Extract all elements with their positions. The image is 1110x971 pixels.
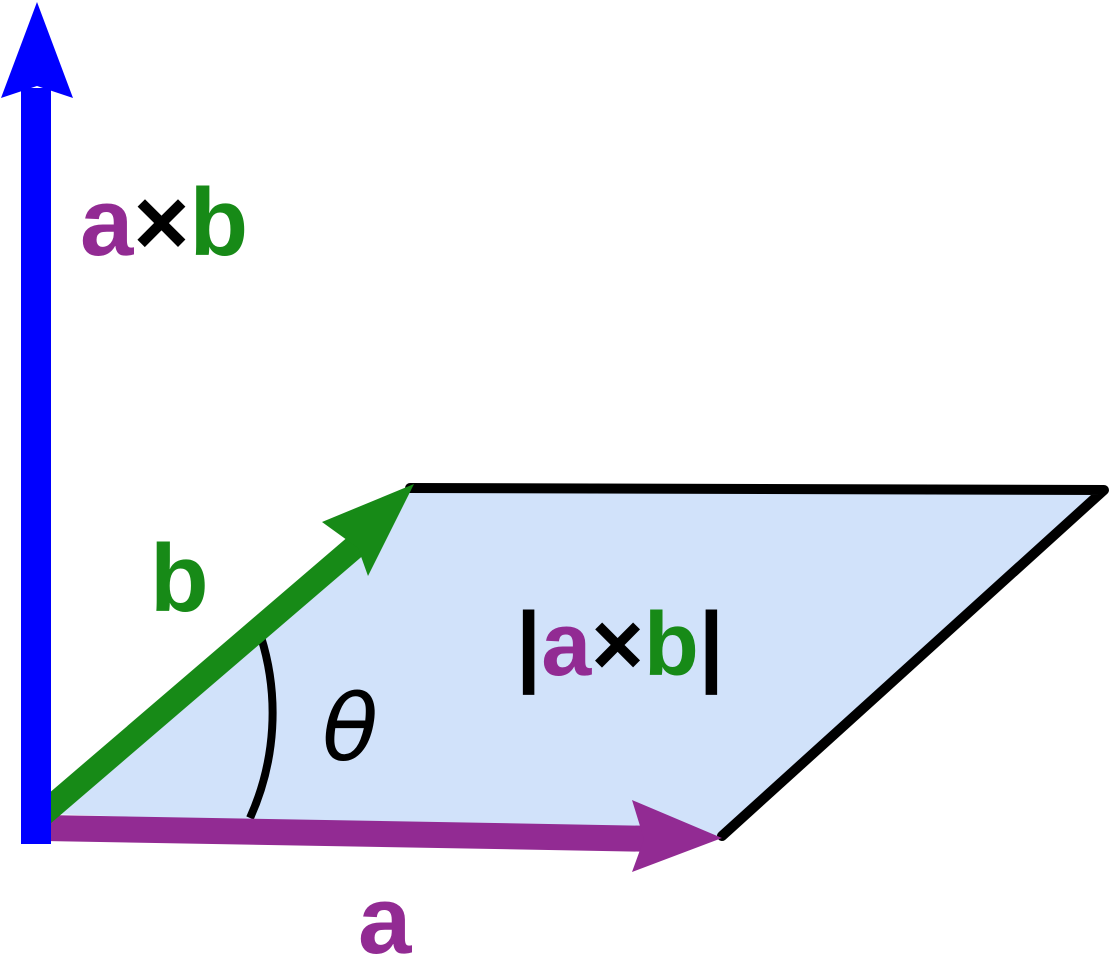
angle-arc [246, 635, 277, 820]
area-label-bar-left: | [516, 595, 541, 696]
angle-label: θ [322, 675, 378, 782]
area-label-bar-right: | [699, 595, 724, 696]
area-label-times: × [591, 595, 644, 695]
cross-vector-arrowhead [1, 2, 73, 98]
vector-b-shaft [34, 522, 380, 825]
cross-label-b: b [189, 169, 248, 276]
cross-label-times: × [133, 169, 189, 276]
vector-a-label: a [358, 867, 412, 971]
area-label: |a×b| [516, 595, 724, 696]
cross-label-a: a [80, 169, 134, 276]
parallelogram [48, 488, 1104, 836]
parallelogram-outline [405, 483, 1109, 841]
vector-b-label: b [150, 525, 209, 632]
area-label-b: b [644, 595, 699, 695]
cross-vector-shaft [21, 88, 51, 844]
cross-product-label: a×b [80, 169, 248, 276]
vector-a-shaft [43, 815, 661, 852]
area-label-a: a [541, 595, 592, 695]
vector-b-arrowhead [322, 484, 414, 576]
vector-a-arrowhead [632, 800, 722, 872]
